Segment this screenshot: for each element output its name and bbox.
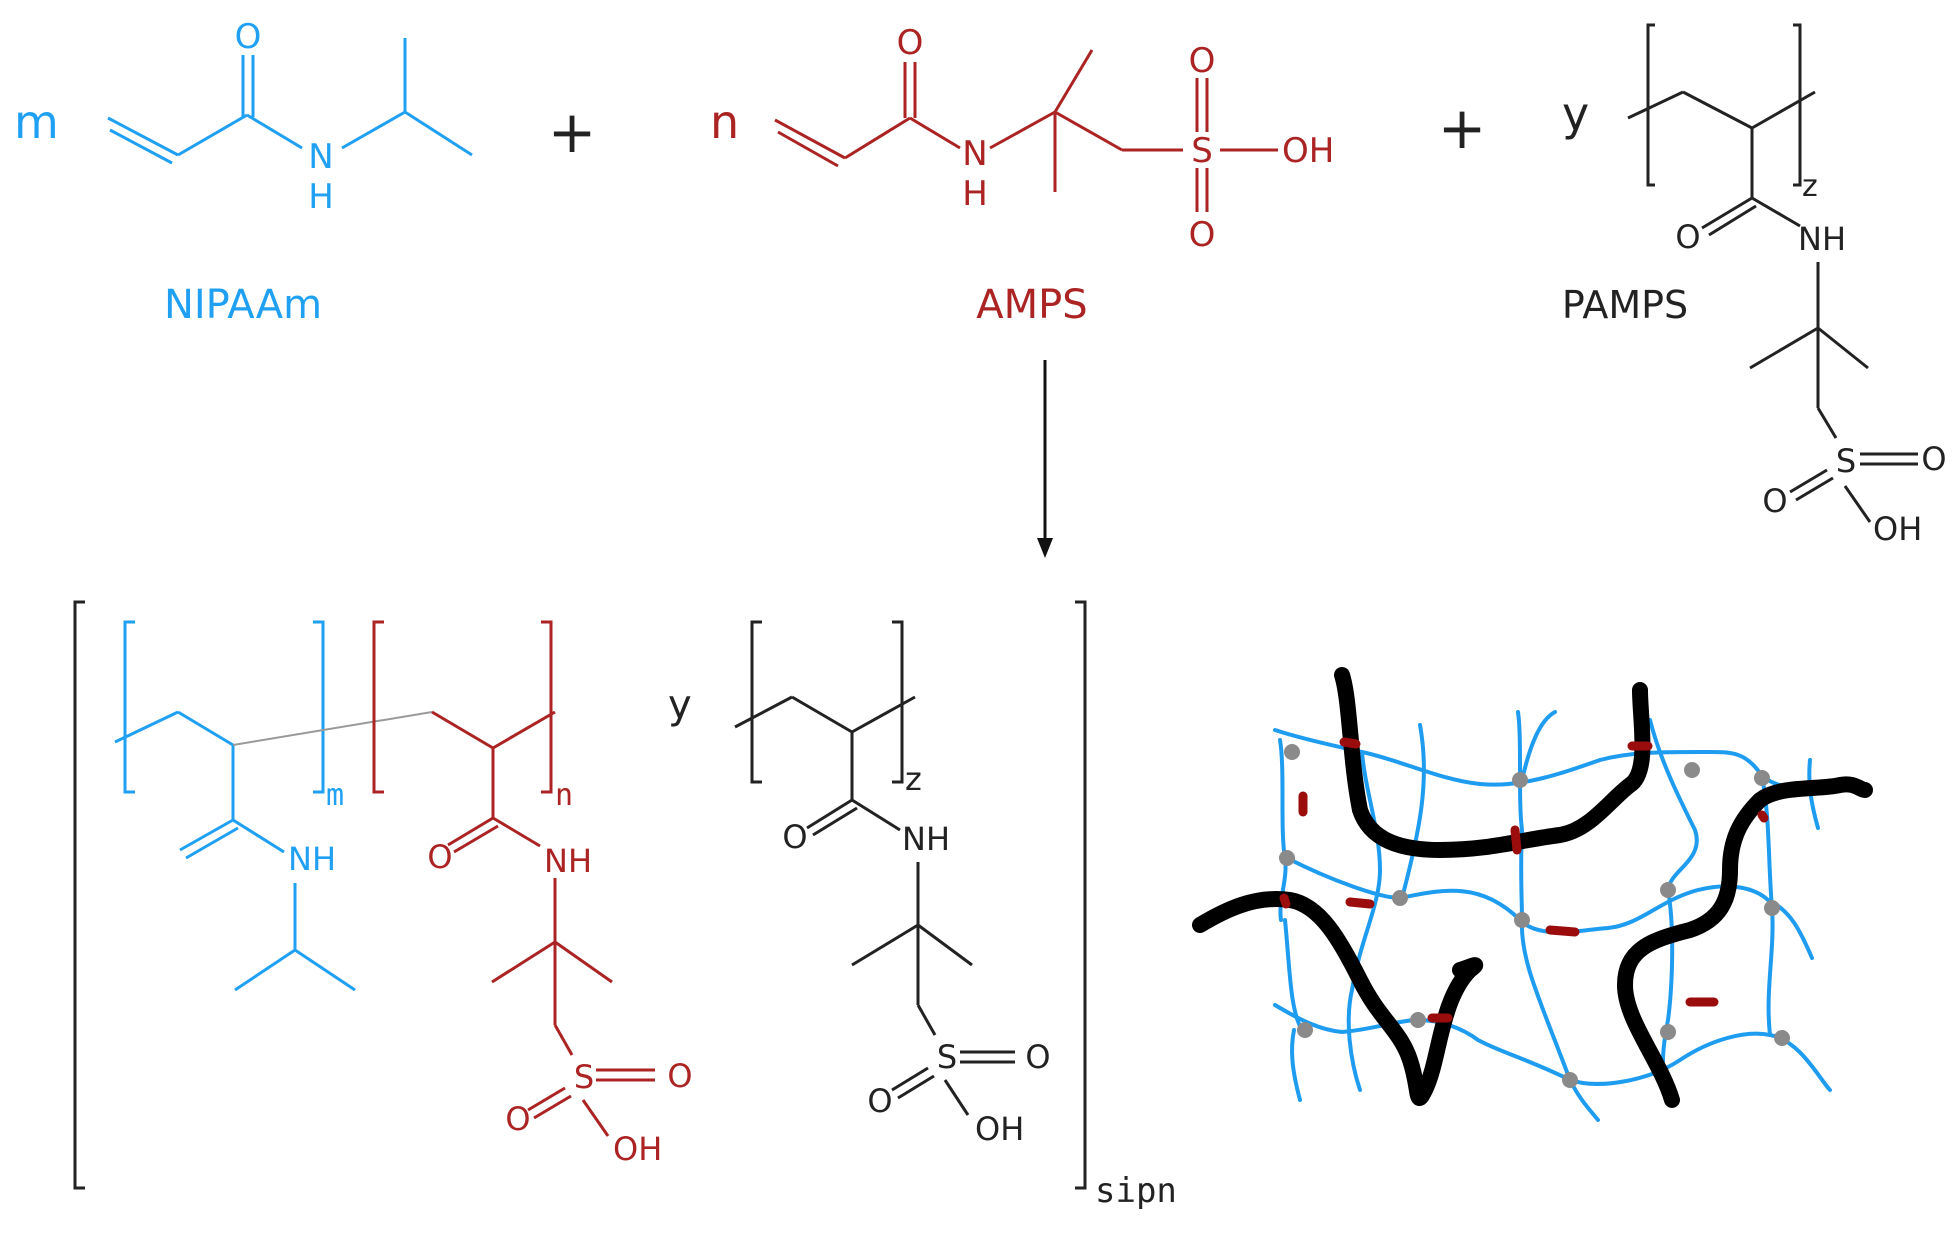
reaction-arrow [1037, 360, 1053, 558]
amps-coefficient: n [710, 95, 739, 149]
nipaam-oxygen: O [235, 17, 262, 57]
plus-sign-1: + [548, 98, 597, 166]
product-nipaam-amide: NH [288, 840, 336, 878]
product-pamps-unit [734, 620, 1015, 1116]
network-black-chains [1192, 667, 1873, 1108]
product-amps-amide: NH [544, 842, 592, 880]
amps-carbonyl-oxygen: O [897, 23, 924, 63]
pamps-sulfur: S [1836, 442, 1856, 480]
pamps-oxygen-left: O [1762, 482, 1787, 520]
network-red-crosslinks [1279, 737, 1769, 1023]
amps-label: AMPS [976, 282, 1087, 328]
amps-nitrogen: N [962, 134, 987, 174]
product-amps-oxygen-right: O [667, 1057, 692, 1095]
product-amps-unit [372, 620, 655, 1137]
pamps-amide: NH [1798, 220, 1846, 258]
amps-monomer [774, 49, 1278, 212]
product-pamps-amide: NH [902, 820, 950, 858]
product-pamps-coefficient: y [668, 682, 692, 728]
product-nipaam-unit [114, 620, 356, 992]
product-nipaam-subscript: m [326, 778, 344, 813]
product-pamps-sulfur: S [937, 1038, 957, 1076]
amps-sulfonyl-oxygen-top: O [1189, 41, 1216, 81]
product-amps-oxygen-left: O [505, 1100, 530, 1138]
pamps-polymer [1627, 23, 1918, 523]
product-pamps-hydroxyl: OH [975, 1110, 1024, 1148]
pamps-label: PAMPS [1562, 283, 1688, 327]
sipn-subscript: sipn [1095, 1171, 1177, 1211]
sipn-outer-brackets [73, 600, 1087, 1190]
amps-sulfonyl-oxygen-bottom: O [1189, 215, 1216, 255]
nipaam-label: NIPAAm [164, 282, 322, 328]
product-pamps-oxygen-left: O [867, 1082, 892, 1120]
pamps-subscript: z [1802, 169, 1818, 204]
product-amps-subscript: n [555, 778, 573, 813]
product-pamps-carbonyl-oxygen: O [782, 818, 807, 856]
pamps-hydroxyl: OH [1873, 510, 1922, 548]
product-amps-hydroxyl: OH [613, 1130, 662, 1168]
pamps-oxygen-right: O [1921, 440, 1946, 478]
product-pamps-oxygen-right: O [1025, 1038, 1050, 1076]
pamps-carbonyl-oxygen: O [1675, 218, 1700, 256]
amps-hydrogen: H [962, 174, 988, 214]
network-gray-junctions [1279, 744, 1790, 1088]
nipaam-coefficient: m [14, 95, 59, 149]
nipaam-monomer [107, 38, 473, 165]
nipaam-hydrogen: H [308, 177, 334, 217]
product-pamps-subscript: z [905, 760, 922, 798]
product-amps-sulfur: S [574, 1058, 594, 1096]
network-illustration [1192, 667, 1873, 1122]
plus-sign-2: + [1438, 94, 1487, 162]
amps-hydroxyl: OH [1282, 131, 1334, 171]
pamps-coefficient: y [1562, 87, 1589, 141]
product-backbone-link [232, 711, 433, 746]
amps-sulfur: S [1191, 131, 1213, 171]
product-amps-carbonyl-oxygen: O [427, 838, 452, 876]
nipaam-nitrogen: N [308, 137, 333, 177]
